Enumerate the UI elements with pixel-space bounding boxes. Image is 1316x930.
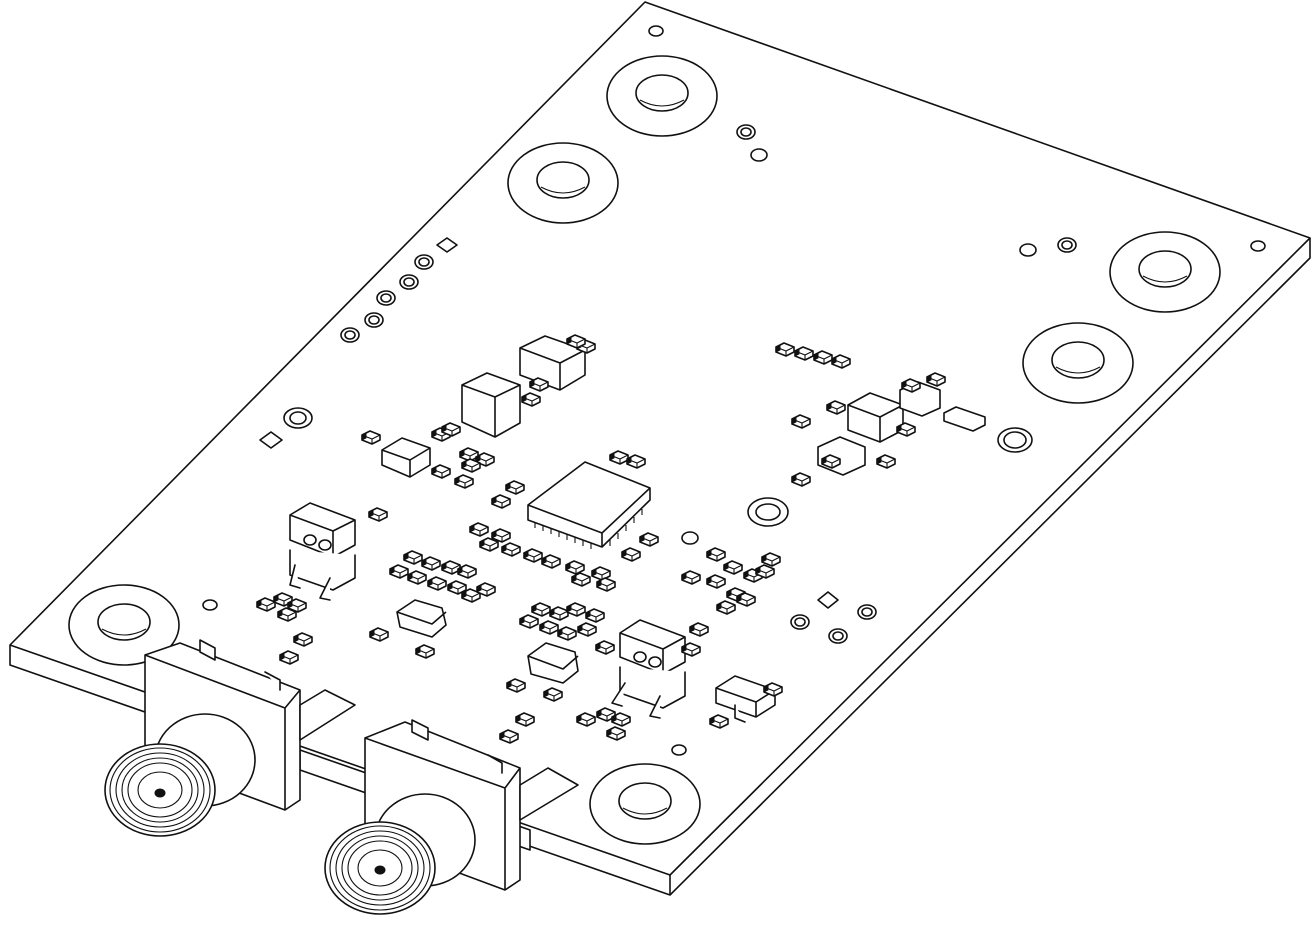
mounting-hole xyxy=(606,55,718,137)
mounting-hole xyxy=(589,763,701,845)
sot-device xyxy=(715,675,776,723)
sma-connector-right xyxy=(324,719,579,915)
thread-left xyxy=(104,743,216,837)
small-ic-center xyxy=(527,642,579,684)
thread-right xyxy=(324,821,436,915)
main-qfn-chip xyxy=(527,461,651,549)
sma-connector-left xyxy=(104,639,356,837)
lead-component-right xyxy=(611,619,686,719)
mounting-hole xyxy=(1022,322,1134,404)
mounting-hole xyxy=(1109,231,1221,313)
lead-component-left xyxy=(289,502,356,601)
mounting-hole xyxy=(507,142,619,224)
regulator-top xyxy=(461,335,586,438)
small-ic-left xyxy=(396,599,447,638)
small-ic-mid-left xyxy=(381,437,431,478)
vias xyxy=(202,25,1266,756)
